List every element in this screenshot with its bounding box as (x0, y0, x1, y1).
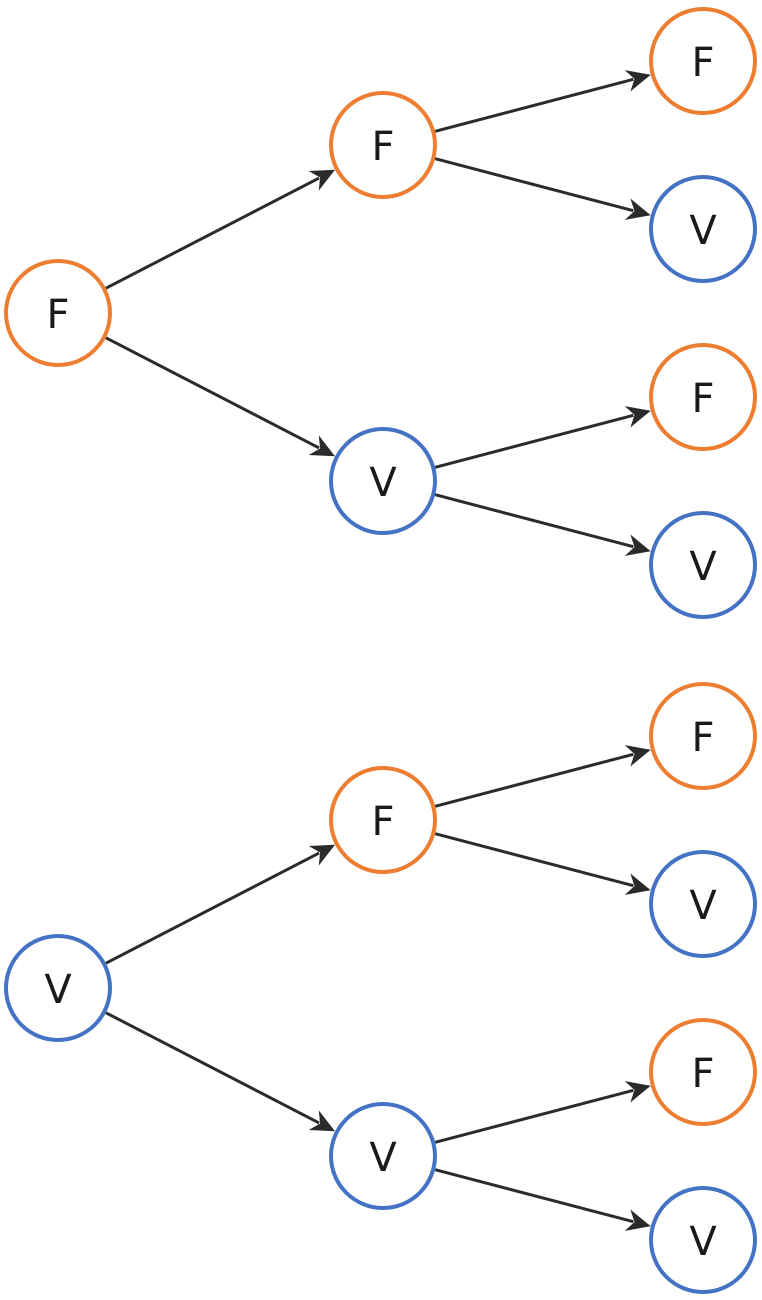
tree-2-edge-branch-2-to-leaf-2 (434, 1168, 651, 1231)
tree-1-edge-root-to-branch-1-arrowhead (308, 169, 336, 191)
tree-1-branch-2-leaf-1-node: F (649, 343, 757, 451)
tree-1-branch-2-leaf-1-node-label: F (691, 376, 714, 422)
tree-2-root-node: V (4, 934, 112, 1042)
tree-2-branch-2-leaf-2-node: V (649, 1186, 757, 1294)
tree-1-edge-root-to-branch-2-arrowhead (308, 435, 336, 457)
tree-2-edge-root-to-branch-2-arrowhead (308, 1110, 336, 1132)
tree-2-branch-1-leaf-1-node-label: F (691, 715, 714, 761)
tree-1-edge-branch-2-to-leaf-2-arrowhead (624, 534, 651, 556)
nodes-layer: F F F V V F V V F F V V F V (4, 7, 757, 1294)
tree-2-branch-2-leaf-1-node-label: F (691, 1051, 714, 1097)
tree-1-edge-branch-2-to-leaf-2 (434, 493, 651, 556)
tree-2-edge-branch-2-to-leaf-1-line (434, 1088, 634, 1144)
tree-1-edge-branch-1-to-leaf-1-line (434, 77, 634, 133)
tree-1-branch-1-node-circle (329, 91, 437, 199)
tree-2-branch-2-leaf-2-node-label: V (689, 1219, 717, 1265)
tree-2-edge-branch-2-to-leaf-1 (434, 1081, 651, 1144)
tree-2-branch-2-leaf-1-node: F (649, 1018, 757, 1126)
tree-1-edge-branch-1-to-leaf-2-arrowhead (624, 198, 651, 220)
tree-1-branch-1-leaf-1-node-circle (649, 7, 757, 115)
tree-2-edge-branch-1-to-leaf-1-line (434, 752, 634, 808)
tree-1-edge-branch-2-to-leaf-1-line (434, 413, 634, 469)
tree-2-edge-root-to-branch-2-line (105, 1011, 320, 1125)
tree-2-edge-branch-1-to-leaf-2 (434, 832, 651, 895)
tree-1-root-node-circle (4, 259, 112, 367)
tree-1-root-node: F (4, 259, 112, 367)
tree-2-branch-2-leaf-2-node-circle (649, 1186, 757, 1294)
tree-1-edge-branch-2-to-leaf-2-line (434, 493, 634, 549)
tree-1-branch-2-leaf-2-node: V (649, 511, 757, 619)
tree-2-edge-root-to-branch-1-arrowhead (308, 844, 336, 866)
tree-2-edge-branch-1-to-leaf-2-arrowhead (624, 873, 651, 895)
tree-1-branch-2-node-label: V (369, 460, 397, 506)
tree-2-root-node-label: V (44, 967, 72, 1013)
tree-2-branch-2-node-label: V (369, 1135, 397, 1181)
tree-2-branch-1-leaf-2-node-label: V (689, 883, 717, 929)
tree-2-edge-branch-2-to-leaf-1-arrowhead (624, 1081, 651, 1103)
tree-2-edge-branch-1-to-leaf-1-arrowhead (624, 745, 651, 767)
tree-1-edge-root-to-branch-2-line (105, 336, 320, 450)
tree-2-edge-branch-1-to-leaf-1 (434, 745, 651, 808)
edges-layer (105, 70, 651, 1231)
tree-1-branch-2-leaf-1-node-circle (649, 343, 757, 451)
tree-2-branch-1-leaf-1-node: F (649, 682, 757, 790)
tree-2-branch-2-node: V (329, 1102, 437, 1210)
tree-1-branch-1-node-label: F (371, 124, 394, 170)
tree-2-branch-1-node: F (329, 766, 437, 874)
tree-1-branch-1-leaf-1-node-label: F (691, 40, 714, 86)
tree-1-edge-branch-1-to-leaf-1 (434, 70, 651, 133)
tree-2-branch-1-leaf-2-node: V (649, 850, 757, 958)
tree-2-branch-1-node-circle (329, 766, 437, 874)
tree-1-edge-branch-2-to-leaf-1 (434, 406, 651, 469)
tree-1-branch-2-leaf-2-node-label: V (689, 544, 717, 590)
tree-1-branch-2-node-circle (329, 427, 437, 535)
tree-1-edge-branch-1-to-leaf-1-arrowhead (624, 70, 651, 92)
tree-1-branch-1-leaf-2-node: V (649, 175, 757, 283)
tree-2-branch-1-node-label: F (371, 799, 394, 845)
tree-2-root-node-circle (4, 934, 112, 1042)
tree-2-branch-1-leaf-2-node-circle (649, 850, 757, 958)
tree-2-edge-root-to-branch-1-line (105, 851, 320, 965)
tree-1-edge-branch-2-to-leaf-1-arrowhead (624, 406, 651, 428)
tree-2-edge-branch-2-to-leaf-2-line (434, 1168, 634, 1224)
tree-1-branch-1-leaf-2-node-circle (649, 175, 757, 283)
tree-1-edge-root-to-branch-2 (105, 336, 336, 457)
tree-1-edge-branch-1-to-leaf-2 (434, 157, 651, 220)
tree-2-branch-2-node-circle (329, 1102, 437, 1210)
tree-1-branch-2-leaf-2-node-circle (649, 511, 757, 619)
tree-2-edge-branch-2-to-leaf-2-arrowhead (624, 1209, 651, 1231)
tree-1-edge-root-to-branch-1 (105, 169, 336, 290)
tree-2-branch-1-leaf-1-node-circle (649, 682, 757, 790)
tree-2-branch-2-leaf-1-node-circle (649, 1018, 757, 1126)
tree-2-edge-branch-1-to-leaf-2-line (434, 832, 634, 888)
tree-1-branch-1-leaf-2-node-label: V (689, 208, 717, 254)
tree-1-root-node-label: F (46, 292, 69, 338)
tree-1-edge-branch-1-to-leaf-2-line (434, 157, 634, 213)
tree-2-edge-root-to-branch-1 (105, 844, 336, 965)
tree-1-branch-2-node: V (329, 427, 437, 535)
tree-1-branch-1-leaf-1-node: F (649, 7, 757, 115)
tree-2-edge-root-to-branch-2 (105, 1011, 336, 1132)
tree-1-branch-1-node: F (329, 91, 437, 199)
tree-1-edge-root-to-branch-1-line (105, 176, 320, 290)
